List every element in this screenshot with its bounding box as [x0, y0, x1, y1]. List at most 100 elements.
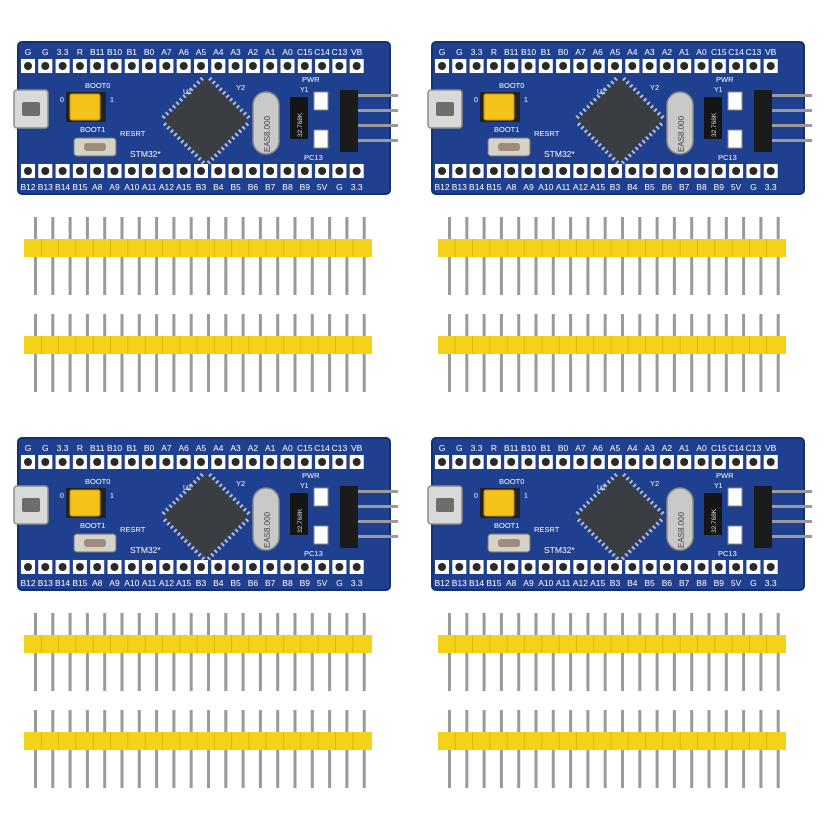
chip-pin [224, 538, 229, 544]
header-divider [575, 732, 577, 750]
chip-pin [168, 108, 173, 113]
header-divider [454, 732, 456, 750]
pad-hole [645, 458, 654, 466]
pad-hole [766, 167, 775, 175]
chip-pin [194, 549, 199, 554]
pad-hole [58, 167, 67, 175]
label-mcu: STM32* [130, 545, 161, 555]
chip-pin [592, 493, 598, 498]
chip-pin [237, 129, 243, 134]
header-divider [58, 635, 60, 653]
pin-header-strip-4 [438, 314, 786, 392]
pad-hole [318, 62, 327, 70]
pad-hole [41, 62, 50, 70]
swd-pin [772, 490, 812, 493]
pin-header-strip-1 [24, 217, 372, 295]
chip-pin [208, 472, 213, 478]
pin-label-bottom: 5V [731, 182, 742, 192]
chip-pin [653, 504, 658, 509]
chip-pin [620, 160, 626, 165]
chip-pin [161, 510, 166, 516]
pad-hole [507, 62, 516, 70]
header-divider [524, 239, 525, 257]
pad-hole [628, 563, 637, 571]
chip-pin [242, 507, 248, 512]
header-divider [179, 336, 181, 354]
swd-pin [358, 505, 398, 508]
pad-hole [197, 458, 205, 466]
label-reset: RESRT [120, 525, 146, 534]
pin-label-top: B11 [90, 443, 105, 453]
chip-pin [213, 153, 218, 158]
label-crystal-rtc: 32.768K [297, 508, 304, 533]
pad-hole [24, 62, 32, 70]
pin-label-top: VB [351, 47, 363, 57]
pad-hole [214, 167, 223, 175]
label-mcu: STM32* [130, 149, 161, 159]
header-divider [731, 336, 733, 354]
pad-hole [611, 563, 619, 571]
header-divider [662, 336, 664, 354]
header-divider [161, 635, 163, 653]
pad-hole [766, 458, 775, 466]
pad-hole [318, 167, 327, 175]
pad-hole [248, 62, 257, 70]
chip-pin [590, 531, 595, 537]
pad-hole [93, 458, 102, 466]
header-divider [489, 635, 491, 653]
pin-label-top: B11 [504, 47, 519, 57]
chip-pin [228, 97, 234, 102]
pin-label-top: A4 [627, 443, 638, 453]
label-pc13: PC13 [304, 549, 323, 558]
chip-pin [635, 486, 641, 491]
pin-label-top: B10 [521, 443, 536, 453]
label-y2: Y2 [236, 479, 245, 488]
header-divider [472, 239, 474, 257]
chip-pin [589, 101, 594, 106]
pad-hole [714, 167, 723, 175]
chip-pin [583, 525, 589, 530]
pad-hole [266, 458, 275, 466]
pad-hole [318, 458, 327, 466]
pad-hole [680, 563, 689, 571]
chip-pin [613, 472, 618, 478]
pin-header-strip-3 [438, 217, 786, 295]
pin-label-bottom: A11 [556, 578, 571, 588]
pin-label-top: A2 [662, 443, 673, 453]
header-divider [334, 239, 336, 257]
chip-pin [183, 142, 188, 148]
header-divider [352, 732, 354, 750]
chip-pin [169, 129, 175, 134]
pin-label-top: C14 [314, 443, 330, 453]
chip-pin [645, 135, 650, 141]
label-y1: Y1 [300, 87, 309, 94]
pin-label-bottom: B12 [434, 578, 449, 588]
pin-label-top: A6 [178, 47, 189, 57]
chip-pin [599, 90, 605, 95]
chip-pin [244, 518, 250, 523]
pad-hole [145, 458, 154, 466]
chip-pin [603, 483, 608, 488]
chip-pin [197, 552, 202, 558]
header-divider [541, 336, 543, 354]
pin-label-bottom: B7 [265, 578, 276, 588]
pin-label-top: A2 [248, 443, 259, 453]
pad-hole [489, 563, 498, 571]
header-divider [748, 336, 750, 354]
pad-hole [318, 563, 327, 571]
pad-hole [93, 167, 102, 175]
chip-pin [168, 504, 173, 509]
chip-pin [658, 122, 664, 127]
header-divider [110, 732, 111, 750]
chip-pin [597, 142, 602, 148]
pin-label-bottom: A11 [142, 578, 157, 588]
chip-pin [231, 135, 236, 141]
chip-pin [639, 490, 644, 495]
header-divider [144, 239, 146, 257]
pad-hole [300, 563, 309, 571]
label-crystal-main: EAS8.000 [677, 115, 686, 152]
jumper-cap [69, 93, 101, 121]
chip-pin [594, 139, 599, 144]
pin-label-top: A4 [213, 47, 224, 57]
header-divider [454, 635, 456, 653]
